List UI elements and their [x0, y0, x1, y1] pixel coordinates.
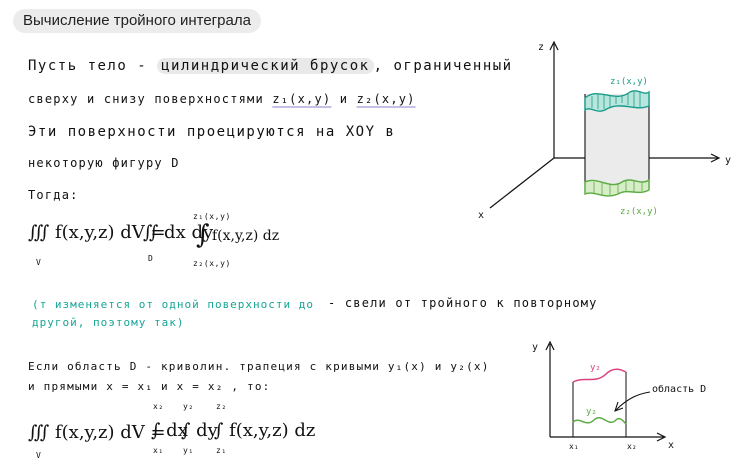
top-surface-hatching	[591, 91, 641, 109]
formula1-lhs-subscript: V	[36, 258, 42, 267]
formula1-double-integral: ∬ dx dy	[143, 222, 214, 243]
top-surface-label: z₁(x,y)	[610, 77, 648, 87]
formula-triple-integral: ∭ f(x,y,z) dV =	[28, 222, 166, 243]
formula2-lhs: ∭ f(x,y,z) dV =	[28, 422, 166, 443]
formula2-lhs-subscript: V	[36, 451, 42, 460]
top-surface-z1	[584, 90, 650, 112]
formula2-int1: ∫ dx	[151, 420, 188, 441]
text-line-5: Тогда:	[28, 188, 79, 202]
axis-x-label-2d: x	[668, 440, 674, 451]
formula2-int1-lower: x₁	[153, 446, 164, 455]
surface-z2-label: z₂(x,y)	[356, 92, 416, 106]
tick-x1-label: x₁	[569, 442, 579, 451]
bottom-surface-label: z₂(x,y)	[620, 207, 658, 217]
axis-x-arrow-icon-2d	[656, 432, 667, 442]
formula2-int3: ∫ f(x,y,z) dz	[214, 420, 316, 441]
bottom-surface-hatching	[593, 180, 643, 196]
formula1-lhs: ∭ f(x,y,z) dV =	[28, 222, 166, 243]
formula1-double-subscript: D	[148, 254, 154, 263]
formula1-integral-sign: ∫	[196, 220, 210, 250]
axis-y-label-2d: y	[532, 342, 538, 353]
bottom-surface-z2	[584, 178, 650, 197]
text-line-3: Эти поверхности проецируются на XOY в	[28, 124, 396, 140]
axis-z-label: z	[538, 42, 544, 53]
text-line-6: Если область D - криволин. трапеция с кр…	[28, 360, 490, 373]
formula2-int2-lower: y₁	[183, 446, 194, 455]
formula2-int2-upper: y₂	[183, 402, 194, 411]
region-label: область D	[652, 383, 706, 395]
highlighted-term: цилиндрический брусок	[157, 58, 374, 74]
curve-y1-bottom	[572, 417, 627, 425]
formula2-int3-upper: z₂	[216, 402, 227, 411]
note-line-2: другой, поэтому так)	[32, 316, 185, 329]
surface-z1-label: z₁(x,y)	[272, 92, 332, 106]
axis-y-arrow-icon	[710, 153, 721, 163]
curve-bottom-label: y₂	[586, 407, 597, 417]
text-line-4: некоторую фигуру D	[28, 156, 180, 170]
text-line-1: Пусть тело - цилиндрический брусок, огра…	[28, 58, 513, 74]
text-line-2-and: и	[339, 92, 349, 106]
formula1-upper-limit: z₁(x,y)	[193, 212, 231, 221]
axis-y-arrow-icon-2d	[545, 340, 555, 351]
axis-y-label: y	[725, 155, 731, 166]
formula2-int2: ∫ dy	[181, 420, 218, 441]
note-line-1-dark: - свели от тройного к повторному	[328, 296, 598, 310]
region-pointer-arrow	[615, 391, 651, 411]
curve-y2-top	[572, 368, 627, 383]
region-pointer-arrow-icon	[614, 401, 624, 412]
text-line-2-pre: сверху и снизу поверхностями	[28, 92, 264, 106]
tick-x2-label: x₂	[627, 442, 637, 451]
formula1-lower-limit: z₂(x,y)	[193, 259, 231, 268]
formula2-int3-lower: z₁	[216, 446, 227, 455]
text-line-2: сверху и снизу поверхностями z₁(x,y) и z…	[28, 92, 416, 106]
text-line-1-pre: Пусть тело -	[28, 58, 148, 74]
axis-z-arrow-icon	[549, 40, 559, 51]
axis-x-label: x	[478, 210, 484, 221]
curve-top-label: y₂	[590, 363, 601, 373]
note-line-1: (т изменяется от одной поверхности до	[32, 298, 315, 311]
formula2-int1-upper: x₂	[153, 402, 164, 411]
cylinder-3d-diagram: z y x z₁(x,y) z₂(x,y)	[478, 40, 731, 221]
text-line-7: и прямыми x = x₁ и x = x₂ , то:	[28, 380, 271, 393]
formula1-integrand: f(x,y,z) dz	[212, 228, 280, 244]
region-2d-diagram: y x y₂ y₂ x₁ x₂ область D	[532, 340, 706, 451]
axis-x-line	[489, 157, 555, 209]
text-line-1-post: , ограниченный	[373, 58, 513, 74]
page-title: Вычисление тройного интеграла	[13, 9, 261, 33]
